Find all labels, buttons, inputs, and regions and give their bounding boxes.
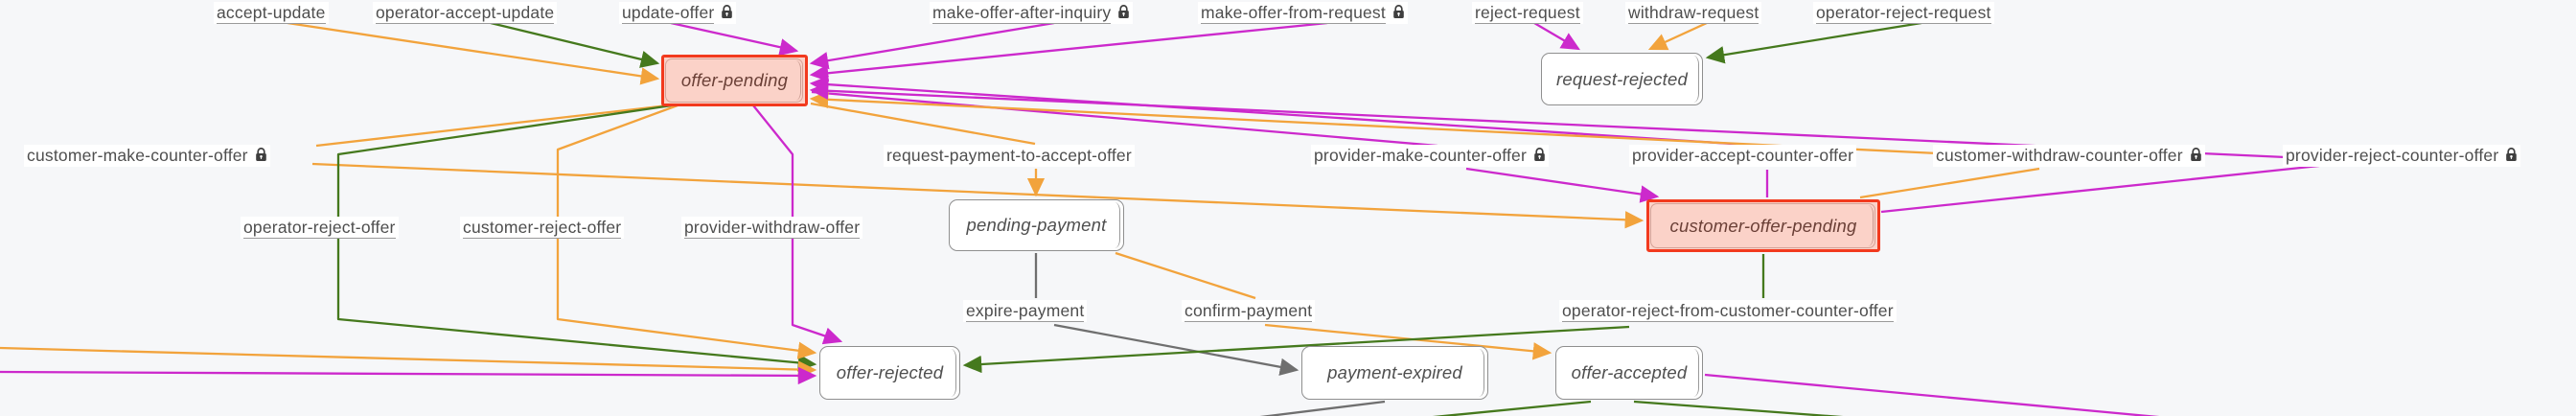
edge-expire-payment (1053, 323, 1300, 376)
edge-make-offer-from-request (809, 21, 1328, 82)
state-request-rejected[interactable]: request-rejected (1541, 53, 1703, 105)
edge-provider-make-counter-offer (1465, 167, 1660, 203)
transition-name: operator-reject-request (1816, 2, 1991, 24)
state-customer-offer-pending[interactable]: customer-offer-pending (1646, 199, 1880, 252)
state-label: offer-accepted (1571, 362, 1688, 382)
edge-withdraw-request (1647, 21, 1708, 51)
transition-label-provider-accept-counter-offer[interactable]: provider-accept-counter-offer (1629, 145, 1857, 167)
transition-label-operator-accept-update[interactable]: operator-accept-update (373, 2, 558, 24)
state-label: customer-offer-pending (1669, 215, 1857, 236)
transition-label-request-payment-to-accept-offer[interactable]: request-payment-to-accept-offer (884, 145, 1135, 167)
edge-offer-rejected-incoming-left-magenta (0, 366, 817, 385)
transition-name: provider-reject-counter-offer (2286, 146, 2499, 165)
state-label: payment-expired (1327, 362, 1462, 382)
transition-label-provider-withdraw-offer[interactable]: provider-withdraw-offer (681, 217, 863, 239)
transition-name: reject-request (1475, 2, 1580, 24)
transition-label-accept-update[interactable]: accept-update (214, 2, 329, 24)
edge-offer-accepted-outgoing-1 (1432, 400, 1592, 416)
transition-name: operator-accept-update (376, 2, 555, 24)
edge-confirm-payment (1115, 251, 1256, 300)
state-pending-payment[interactable]: pending-payment (949, 199, 1124, 251)
transition-name: provider-make-counter-offer (1314, 146, 1527, 165)
transition-label-make-offer-from-request[interactable]: make-offer-from-request (1198, 2, 1408, 24)
edge-offer-accepted-outgoing-3 (1704, 373, 2160, 416)
edge-customer-make-counter-offer (311, 162, 1644, 229)
edge-make-offer-after-inquiry (809, 21, 1055, 70)
lock-icon (1118, 5, 1130, 18)
transition-label-customer-reject-offer[interactable]: customer-reject-offer (460, 217, 625, 239)
transition-name: operator-reject-from-customer-counter-of… (1562, 300, 1894, 322)
state-offer-pending[interactable]: offer-pending (661, 55, 808, 106)
state-payment-expired[interactable]: payment-expired (1301, 346, 1488, 400)
lock-icon (722, 5, 733, 18)
transition-label-reject-request[interactable]: reject-request (1472, 2, 1583, 24)
transition-name: confirm-payment (1184, 300, 1313, 322)
state-offer-rejected[interactable]: offer-rejected (819, 346, 960, 400)
transition-label-update-offer[interactable]: update-offer (619, 2, 737, 24)
edge-provider-withdraw-offer (752, 104, 843, 345)
lock-icon (2506, 148, 2518, 161)
transition-label-operator-reject-from-customer-counter-offer[interactable]: operator-reject-from-customer-counter-of… (1559, 300, 1897, 322)
edge-customer-make-counter-offer (315, 104, 669, 148)
edge-provider-reject-counter-offer (1880, 164, 2320, 214)
transition-name: operator-reject-offer (243, 217, 396, 239)
edge-operator-reject-from-customer-counter-offer (962, 325, 1630, 374)
transition-label-customer-withdraw-counter-offer[interactable]: customer-withdraw-counter-offer (1933, 145, 2205, 167)
edge-provider-accept-counter-offer (809, 75, 1762, 148)
lock-icon (2190, 148, 2201, 161)
transition-label-customer-make-counter-offer[interactable]: customer-make-counter-offer (24, 145, 270, 167)
state-label: request-rejected (1556, 68, 1688, 89)
edge-operator-accept-update (490, 21, 660, 68)
transition-label-make-offer-after-inquiry[interactable]: make-offer-after-inquiry (930, 2, 1134, 24)
transition-name: request-payment-to-accept-offer (886, 146, 1132, 165)
transition-name: customer-withdraw-counter-offer (1936, 146, 2183, 165)
transition-name: update-offer (622, 2, 715, 24)
edge-operator-reject-request (1705, 21, 1922, 64)
edge-reject-request (1533, 22, 1580, 51)
transition-name: expire-payment (966, 300, 1085, 322)
transition-name: withdraw-request (1628, 2, 1760, 24)
lock-icon (255, 148, 266, 161)
transition-label-withdraw-request[interactable]: withdraw-request (1625, 2, 1762, 24)
edge-payment-expired-outgoing (1259, 400, 1386, 416)
transition-label-provider-make-counter-offer[interactable]: provider-make-counter-offer (1311, 145, 1549, 167)
edge-offer-accepted-outgoing-2 (1633, 400, 1844, 416)
edge-request-payment-to-accept-offer (810, 102, 1036, 146)
transition-label-confirm-payment[interactable]: confirm-payment (1182, 300, 1316, 322)
transition-label-provider-reject-counter-offer[interactable]: provider-reject-counter-offer (2283, 145, 2521, 167)
transition-name: provider-accept-counter-offer (1632, 146, 1854, 165)
edge-customer-withdraw-counter-offer (809, 90, 1939, 155)
edge-accept-update (287, 21, 660, 85)
transition-name: accept-update (217, 2, 326, 24)
edge-customer-withdraw-counter-offer (1859, 167, 2040, 199)
lock-icon (1534, 148, 1545, 161)
transition-name: provider-withdraw-offer (684, 217, 861, 239)
transition-label-operator-reject-offer[interactable]: operator-reject-offer (241, 217, 399, 239)
state-label: offer-pending (680, 70, 789, 90)
transition-name: customer-reject-offer (463, 217, 622, 239)
transition-label-expire-payment[interactable]: expire-payment (963, 300, 1088, 322)
edge-update-offer (670, 21, 799, 57)
state-label: offer-rejected (836, 362, 944, 382)
state-label: pending-payment (966, 215, 1107, 235)
edge-provider-make-counter-offer (811, 90, 1438, 148)
edge-offer-rejected-incoming-left-orange (0, 346, 817, 379)
transition-name: make-offer-from-request (1201, 2, 1386, 24)
transition-label-operator-reject-request[interactable]: operator-reject-request (1813, 2, 1994, 24)
state-offer-accepted[interactable]: offer-accepted (1555, 346, 1703, 400)
transition-name: make-offer-after-inquiry (932, 2, 1112, 24)
lock-icon (1393, 5, 1404, 18)
transition-name: customer-make-counter-offer (27, 146, 248, 165)
